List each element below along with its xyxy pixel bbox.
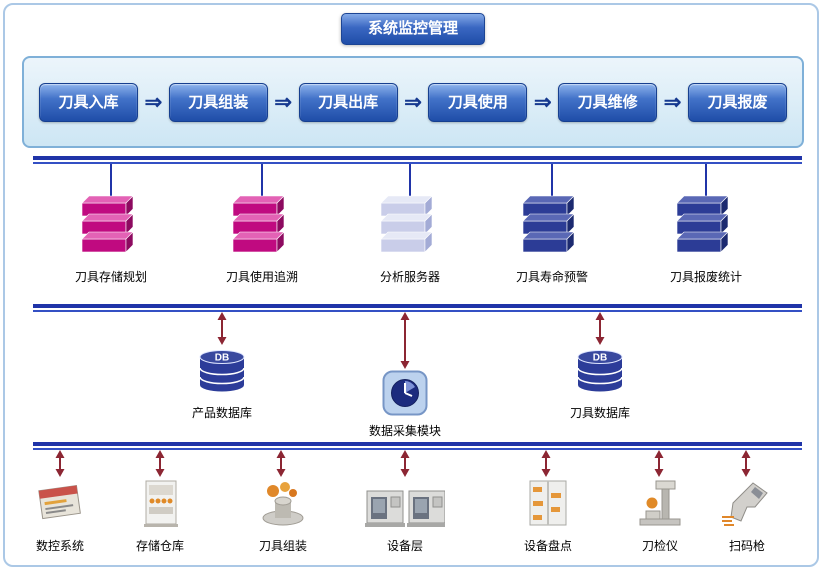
tool-inspector-icon bbox=[639, 480, 681, 526]
database-icon: DB bbox=[577, 350, 623, 392]
device-equipment-inventory: 设备盘点 bbox=[500, 477, 596, 554]
server-label: 刀具寿命预警 bbox=[515, 270, 588, 284]
flow-arrow-icon: ⇒ bbox=[663, 90, 682, 114]
tool-database: DB 刀具数据库 bbox=[545, 344, 655, 421]
server-analysis: 分析服务器 bbox=[340, 194, 480, 285]
double-arrow-icon bbox=[594, 312, 606, 350]
server-stack-icon bbox=[380, 195, 433, 253]
barcode-scanner-icon bbox=[722, 482, 768, 526]
server-stack-icon bbox=[676, 195, 729, 253]
double-arrow-icon bbox=[653, 450, 665, 482]
tool-assembly-icon bbox=[262, 482, 304, 526]
inventory-rack-icon bbox=[529, 480, 567, 526]
clock-module-icon bbox=[382, 370, 428, 416]
server-scrap-stats: 刀具报废统计 bbox=[636, 194, 776, 285]
server-stack-icon bbox=[522, 195, 575, 253]
db-badge: DB bbox=[593, 353, 607, 364]
device-label: 刀检仪 bbox=[641, 539, 678, 553]
double-arrow-icon bbox=[216, 312, 228, 350]
server-label: 刀具存储规划 bbox=[74, 270, 147, 284]
connector-line bbox=[409, 164, 411, 200]
double-arrow-icon bbox=[540, 450, 552, 482]
flow-step-assembly: 刀具组装 bbox=[168, 82, 268, 122]
server-label: 分析服务器 bbox=[379, 270, 440, 284]
product-database: DB 产品数据库 bbox=[167, 344, 277, 421]
connector-line bbox=[551, 164, 553, 200]
flow-step-scrap: 刀具报废 bbox=[687, 82, 787, 122]
bus-line-1 bbox=[33, 156, 802, 164]
double-arrow-icon bbox=[154, 450, 166, 482]
connector-line bbox=[110, 164, 112, 200]
flow-step-outbound: 刀具出库 bbox=[298, 82, 398, 122]
flow-arrow-icon: ⇒ bbox=[274, 90, 292, 114]
connector-line bbox=[705, 164, 707, 200]
server-life-warning: 刀具寿命预警 bbox=[482, 194, 622, 285]
flow-step-usage: 刀具使用 bbox=[428, 82, 528, 122]
device-label: 设备盘点 bbox=[523, 539, 572, 553]
datastore-label: 产品数据库 bbox=[191, 406, 252, 420]
datastore-label: 刀具数据库 bbox=[569, 406, 630, 420]
device-label: 设备层 bbox=[386, 539, 423, 553]
flow-arrow-icon: ⇒ bbox=[144, 90, 163, 114]
title: 系统监控管理 bbox=[340, 13, 486, 45]
server-stack-icon bbox=[232, 195, 285, 253]
machine-tools-icon bbox=[365, 490, 445, 527]
device-cnc-system: 数控系统 bbox=[12, 477, 108, 554]
double-arrow-icon bbox=[54, 450, 66, 482]
double-arrow-icon bbox=[399, 450, 411, 482]
datastore-label: 数据采集模块 bbox=[368, 424, 441, 438]
server-label: 刀具使用追溯 bbox=[225, 270, 298, 284]
flow-arrow-icon: ⇒ bbox=[404, 90, 422, 114]
database-icon: DB bbox=[199, 350, 245, 392]
device-equipment-layer: 设备层 bbox=[350, 477, 460, 554]
flow-step-inbound: 刀具入库 bbox=[39, 82, 138, 122]
db-badge: DB bbox=[215, 353, 229, 364]
cnc-system-icon bbox=[38, 484, 81, 520]
bus-line-3 bbox=[33, 442, 802, 450]
server-storage-planning: 刀具存储规划 bbox=[41, 194, 181, 285]
double-arrow-icon bbox=[275, 450, 287, 482]
server-label: 刀具报废统计 bbox=[669, 270, 742, 284]
warehouse-icon bbox=[144, 480, 178, 527]
device-label: 存储仓库 bbox=[135, 539, 184, 553]
flow-step-maintenance: 刀具维修 bbox=[558, 82, 658, 122]
device-tool-assembly: 刀具组装 bbox=[235, 477, 331, 554]
flow-panel: 刀具入库 ⇒ 刀具组装 ⇒ 刀具出库 ⇒ 刀具使用 ⇒ 刀具维修 ⇒ 刀具报废 bbox=[22, 56, 804, 148]
bus-line-2 bbox=[33, 304, 802, 312]
device-barcode-scanner: 扫码枪 bbox=[700, 477, 794, 554]
server-usage-trace: 刀具使用追溯 bbox=[192, 194, 332, 285]
device-label: 数控系统 bbox=[35, 539, 84, 553]
device-label: 刀具组装 bbox=[258, 539, 307, 553]
double-arrow-icon bbox=[399, 312, 411, 374]
data-acquisition-module: 数据采集模块 bbox=[340, 370, 470, 439]
flow-arrow-icon: ⇒ bbox=[533, 90, 552, 114]
device-label: 扫码枪 bbox=[728, 539, 765, 553]
connector-line bbox=[261, 164, 263, 200]
server-stack-icon bbox=[81, 195, 134, 253]
device-storage-warehouse: 存储仓库 bbox=[112, 477, 208, 554]
double-arrow-icon bbox=[740, 450, 752, 482]
device-tool-inspector: 刀检仪 bbox=[613, 477, 707, 554]
